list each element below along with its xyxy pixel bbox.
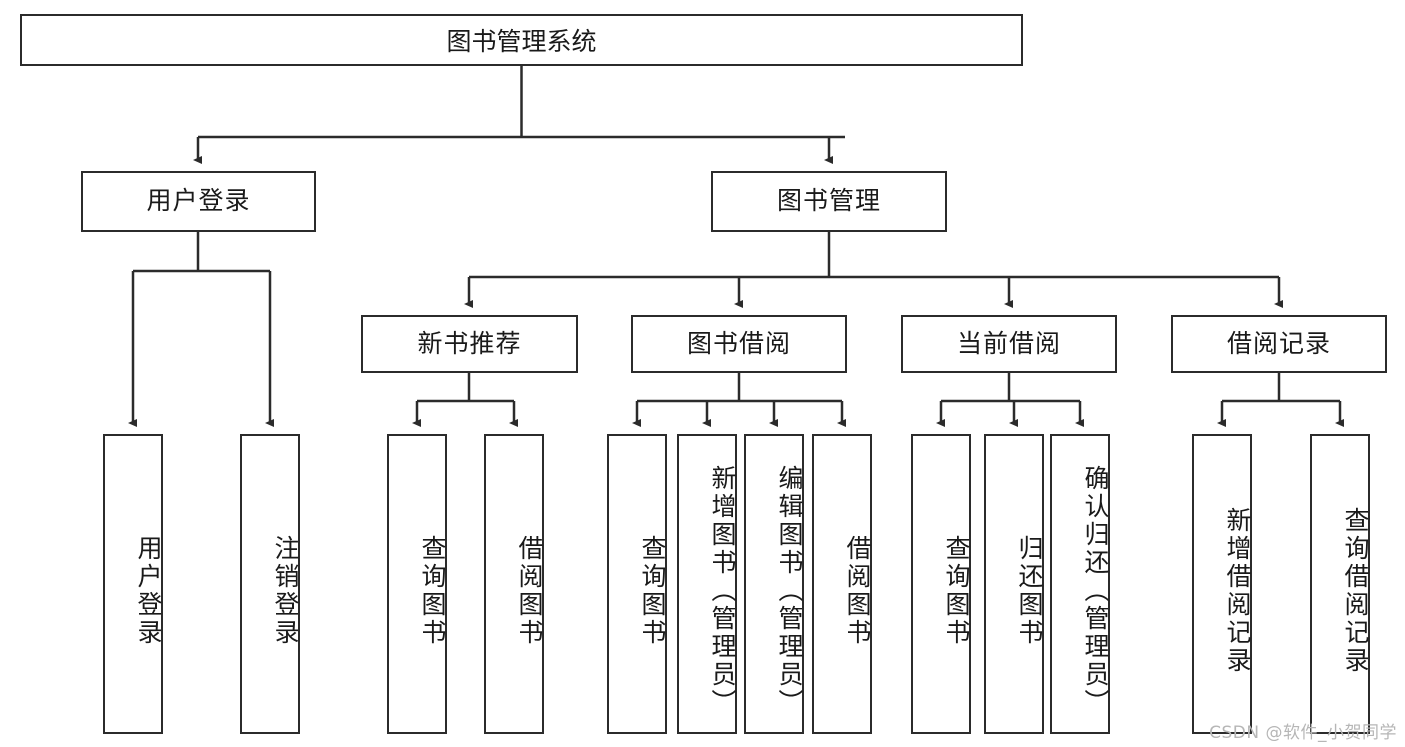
node-leaf-user-logout-label: 注销登录 — [271, 535, 300, 647]
node-leaf-query-record-label: 查询借阅记录 — [1341, 507, 1370, 675]
node-leaf-edit-book[interactable]: 编辑图书（管理员） — [744, 434, 804, 734]
node-leaf-query-book-1[interactable]: 查询图书 — [387, 434, 447, 734]
node-user-login[interactable]: 用户登录 — [81, 171, 316, 232]
node-leaf-user-logout[interactable]: 注销登录 — [240, 434, 300, 734]
node-leaf-confirm-return[interactable]: 确认归还（管理员） — [1050, 434, 1110, 734]
node-leaf-query-book-1-label: 查询图书 — [418, 535, 447, 647]
node-leaf-add-record[interactable]: 新增借阅记录 — [1192, 434, 1252, 734]
node-leaf-user-login-label: 用户登录 — [134, 535, 163, 647]
node-leaf-user-login[interactable]: 用户登录 — [103, 434, 163, 734]
node-book-manage[interactable]: 图书管理 — [711, 171, 947, 232]
node-leaf-confirm-return-label: 确认归还（管理员） — [1081, 465, 1110, 717]
node-leaf-borrow-book-1[interactable]: 借阅图书 — [484, 434, 544, 734]
node-book-borrow[interactable]: 图书借阅 — [631, 315, 847, 373]
node-current-borrow[interactable]: 当前借阅 — [901, 315, 1117, 373]
node-current-borrow-label: 当前借阅 — [956, 328, 1061, 358]
node-leaf-borrow-book-2[interactable]: 借阅图书 — [812, 434, 872, 734]
node-leaf-query-book-2[interactable]: 查询图书 — [607, 434, 667, 734]
node-root-label: 图书管理系统 — [446, 27, 597, 56]
node-new-book-rec-label: 新书推荐 — [417, 328, 522, 358]
node-leaf-edit-book-label: 编辑图书（管理员） — [775, 465, 804, 717]
node-leaf-borrow-book-1-label: 借阅图书 — [515, 535, 544, 647]
node-user-login-label: 用户登录 — [146, 186, 251, 216]
node-leaf-query-book-3-label: 查询图书 — [942, 535, 971, 647]
node-leaf-query-book-2-label: 查询图书 — [638, 535, 667, 647]
node-book-manage-label: 图书管理 — [776, 186, 881, 216]
node-leaf-add-record-label: 新增借阅记录 — [1223, 507, 1252, 675]
node-leaf-return-book[interactable]: 归还图书 — [984, 434, 1044, 734]
node-borrow-record-label: 借阅记录 — [1226, 328, 1331, 358]
node-leaf-query-record[interactable]: 查询借阅记录 — [1310, 434, 1370, 734]
node-leaf-query-book-3[interactable]: 查询图书 — [911, 434, 971, 734]
node-leaf-add-book[interactable]: 新增图书（管理员） — [677, 434, 737, 734]
node-new-book-rec[interactable]: 新书推荐 — [361, 315, 578, 373]
watermark: CSDN @软件_小贺同学 — [1209, 723, 1397, 743]
node-leaf-borrow-book-2-label: 借阅图书 — [843, 535, 872, 647]
node-leaf-return-book-label: 归还图书 — [1015, 535, 1044, 647]
node-book-borrow-label: 图书借阅 — [686, 328, 791, 358]
node-root[interactable]: 图书管理系统 — [20, 14, 1023, 66]
node-leaf-add-book-label: 新增图书（管理员） — [708, 465, 737, 717]
node-borrow-record[interactable]: 借阅记录 — [1171, 315, 1387, 373]
